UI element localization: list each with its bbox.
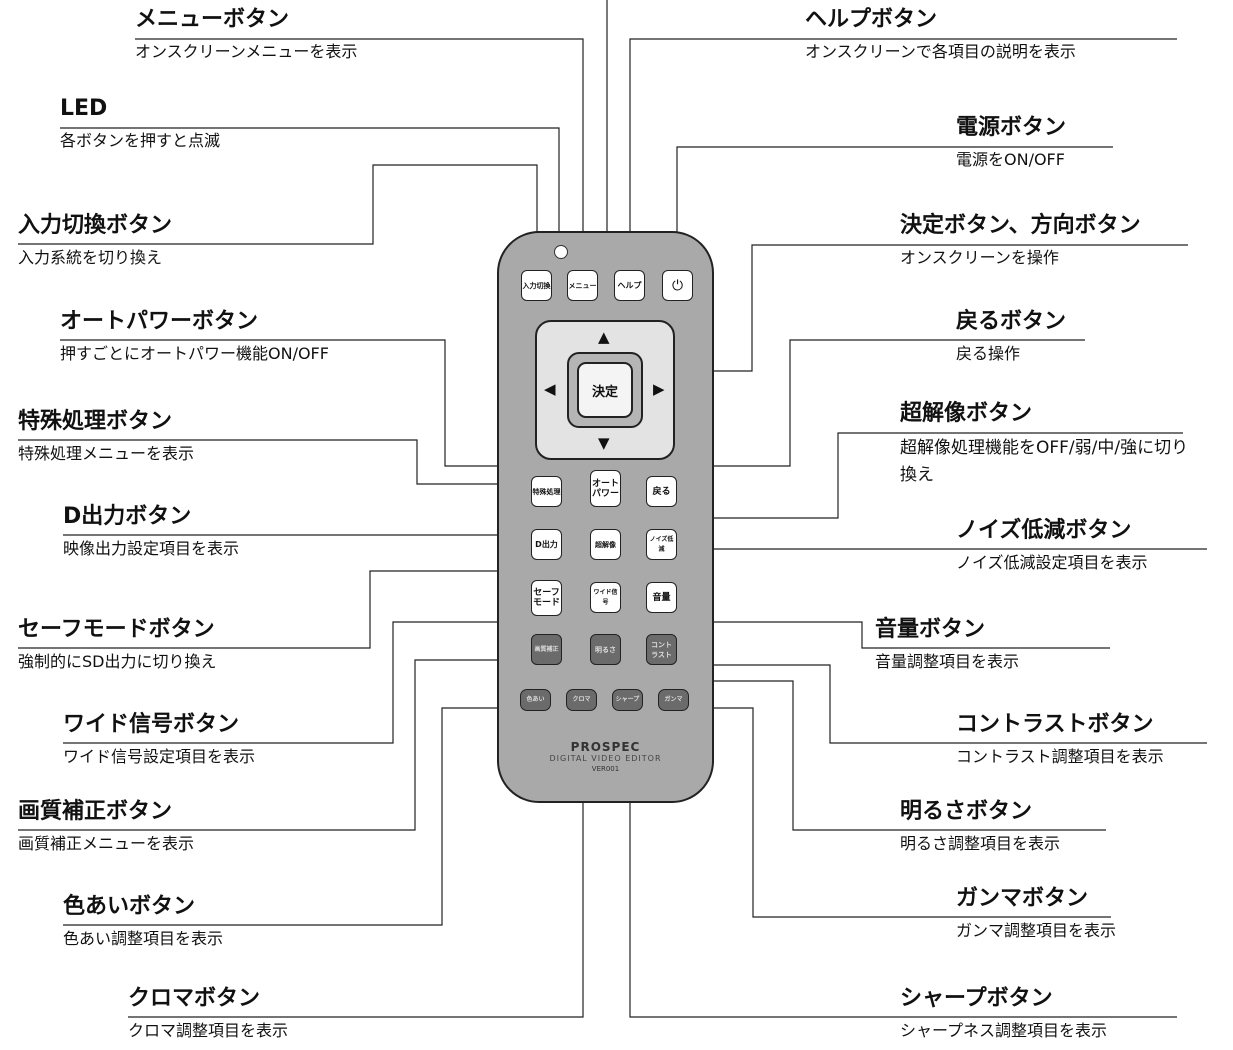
- menu-button[interactable]: メニュー: [567, 270, 598, 301]
- label-desc: オンスクリーンメニューを表示: [135, 42, 358, 61]
- label-title: D出力ボタン: [63, 504, 192, 529]
- label-desc: 各ボタンを押すと点滅: [60, 131, 221, 150]
- label-title: ヘルプボタン: [805, 7, 938, 32]
- label-help: ヘルプボタン オンスクリーンで各項目の説明を表示: [805, 6, 1225, 63]
- label-quality-correction: 画質補正ボタン 画質補正メニューを表示: [18, 798, 438, 855]
- label-title: 特殊処理ボタン: [18, 409, 173, 434]
- label-desc: 色あい調整項目を表示: [63, 929, 224, 948]
- label-led: LED 各ボタンを押すと点滅: [60, 95, 480, 152]
- arrow-up-button[interactable]: ▲: [598, 328, 610, 346]
- label-desc: 押すごとにオートパワー機能ON/OFF: [60, 344, 329, 363]
- quality-correction-button[interactable]: 画質補正: [531, 634, 562, 665]
- label-title: 色あいボタン: [63, 894, 196, 919]
- label-sharp: シャープボタン シャープネス調整項目を表示: [900, 985, 1233, 1042]
- back-button[interactable]: 戻る: [646, 476, 677, 507]
- brand-area: PROSPEC DIGITAL VIDEO EDITOR VER001: [497, 740, 714, 773]
- label-enter-direction: 決定ボタン、方向ボタン オンスクリーンを操作: [900, 212, 1233, 269]
- label-desc: オンスクリーンを操作: [900, 248, 1059, 267]
- brightness-button[interactable]: 明るさ: [590, 634, 621, 665]
- label-desc: オンスクリーンで各項目の説明を表示: [805, 42, 1076, 61]
- input-switch-button[interactable]: 入力切換: [521, 270, 552, 301]
- power-button[interactable]: ⏻: [662, 270, 693, 301]
- label-chroma: クロマボタン クロマ調整項目を表示: [128, 985, 548, 1042]
- arrow-right-button[interactable]: ▶: [653, 380, 665, 398]
- label-back: 戻るボタン 戻る操作: [956, 308, 1233, 365]
- label-desc: 特殊処理メニューを表示: [18, 444, 195, 463]
- label-d-output: D出力ボタン 映像出力設定項目を表示: [63, 503, 483, 560]
- wide-signal-button[interactable]: ワイド信号: [590, 582, 621, 613]
- label-wide-signal: ワイド信号ボタン ワイド信号設定項目を表示: [63, 711, 483, 768]
- label-special-processing: 特殊処理ボタン 特殊処理メニューを表示: [18, 408, 438, 465]
- chroma-button[interactable]: クロマ: [566, 689, 597, 711]
- label-tint: 色あいボタン 色あい調整項目を表示: [63, 893, 483, 950]
- gamma-button[interactable]: ガンマ: [658, 689, 689, 711]
- label-title: 明るさボタン: [900, 799, 1033, 824]
- special-processing-button[interactable]: 特殊処理: [531, 476, 562, 507]
- safe-mode-button[interactable]: セーフ モード: [531, 580, 562, 616]
- label-safe-mode: セーフモードボタン 強制的にSD出力に切り換え: [18, 616, 438, 673]
- label-desc: 明るさ調整項目を表示: [900, 834, 1061, 853]
- noise-reduction-button[interactable]: ノイズ低減: [646, 529, 677, 560]
- label-desc: ノイズ低減設定項目を表示: [956, 553, 1148, 572]
- label-menu: メニューボタン オンスクリーンメニューを表示: [135, 6, 555, 63]
- label-title: 戻るボタン: [956, 309, 1067, 334]
- label-title: 電源ボタン: [956, 115, 1067, 140]
- label-desc: 音量調整項目を表示: [875, 652, 1020, 671]
- label-desc: 画質補正メニューを表示: [18, 834, 195, 853]
- arrow-down-button[interactable]: ▼: [598, 434, 610, 452]
- brand-subtitle: DIGITAL VIDEO EDITOR: [549, 754, 662, 763]
- label-brightness: 明るさボタン 明るさ調整項目を表示: [900, 798, 1233, 855]
- label-desc: 戻る操作: [956, 344, 1021, 363]
- label-desc: シャープネス調整項目を表示: [900, 1021, 1108, 1040]
- label-title: シャープボタン: [900, 986, 1053, 1011]
- label-title: クロマボタン: [128, 986, 261, 1011]
- label-volume: 音量ボタン 音量調整項目を表示: [875, 616, 1233, 673]
- d-output-button[interactable]: D出力: [531, 529, 562, 560]
- label-title: セーフモードボタン: [18, 617, 215, 642]
- volume-button[interactable]: 音量: [646, 582, 677, 613]
- label-super-resolution: 超解像ボタン 超解像処理機能をOFF/弱/中/強に切り換え: [900, 400, 1190, 489]
- remote-control-body: [497, 231, 714, 803]
- label-desc: 電源をON/OFF: [956, 150, 1065, 169]
- label-title: ワイド信号ボタン: [63, 712, 240, 737]
- power-icon: ⏻: [671, 277, 684, 294]
- label-title: 入力切換ボタン: [18, 213, 173, 238]
- label-noise-reduction: ノイズ低減ボタン ノイズ低減設定項目を表示: [956, 517, 1233, 574]
- label-desc: クロマ調整項目を表示: [128, 1021, 289, 1040]
- tint-button[interactable]: 色あい: [520, 689, 551, 711]
- label-contrast: コントラストボタン コントラスト調整項目を表示: [956, 711, 1233, 768]
- label-title: メニューボタン: [135, 7, 290, 32]
- label-gamma: ガンマボタン ガンマ調整項目を表示: [956, 885, 1233, 942]
- label-desc: ワイド信号設定項目を表示: [63, 747, 256, 766]
- label-power: 電源ボタン 電源をON/OFF: [956, 114, 1233, 171]
- label-desc: 超解像処理機能をOFF/弱/中/強に切り換え: [900, 438, 1189, 485]
- label-auto-power: オートパワーボタン 押すごとにオートパワー機能ON/OFF: [60, 308, 480, 365]
- auto-power-button[interactable]: オート パワー: [590, 470, 621, 507]
- label-desc: 入力系統を切り換え: [18, 248, 163, 267]
- label-title: 音量ボタン: [875, 617, 986, 642]
- help-button[interactable]: ヘルプ: [614, 270, 645, 301]
- label-desc: 強制的にSD出力に切り換え: [18, 652, 217, 671]
- label-desc: コントラスト調整項目を表示: [956, 747, 1164, 766]
- enter-button[interactable]: 決定: [577, 362, 633, 418]
- model-number: VER001: [591, 765, 620, 773]
- label-title: ノイズ低減ボタン: [956, 518, 1132, 543]
- label-input-switch: 入力切換ボタン 入力系統を切り換え: [18, 212, 438, 269]
- label-title: 画質補正ボタン: [18, 799, 173, 824]
- label-desc: 映像出力設定項目を表示: [63, 539, 240, 558]
- contrast-button[interactable]: コント ラスト: [646, 634, 677, 665]
- super-resolution-button[interactable]: 超解像: [590, 529, 621, 560]
- label-title: ガンマボタン: [956, 886, 1089, 911]
- label-title: オートパワーボタン: [60, 309, 259, 334]
- arrow-left-button[interactable]: ◀: [544, 380, 556, 398]
- sharp-button[interactable]: シャープ: [612, 689, 643, 711]
- led-indicator: [554, 245, 568, 259]
- label-title: 超解像ボタン: [900, 401, 1033, 426]
- label-title: コントラストボタン: [956, 712, 1154, 737]
- label-title: 決定ボタン、方向ボタン: [900, 213, 1141, 238]
- brand-logo: PROSPEC: [570, 740, 641, 754]
- label-desc: ガンマ調整項目を表示: [956, 921, 1117, 940]
- label-title: LED: [60, 96, 108, 121]
